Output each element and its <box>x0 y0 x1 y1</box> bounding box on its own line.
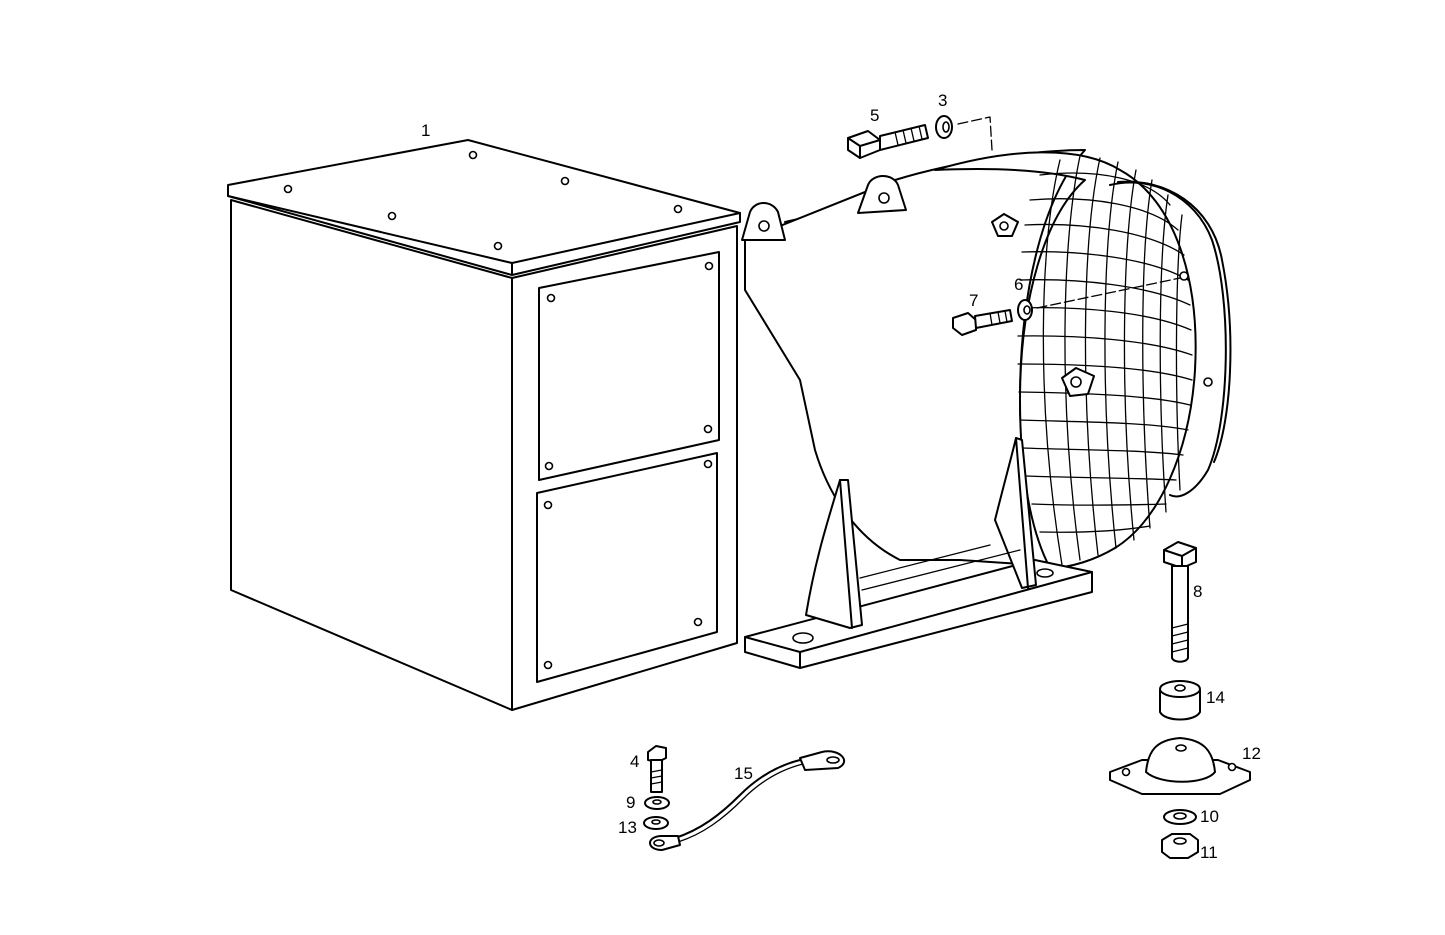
bolt-4 <box>647 745 667 793</box>
spacer-14 <box>1159 680 1201 721</box>
washer-10 <box>1163 809 1197 825</box>
callout-11: 11 <box>1200 843 1218 862</box>
bolt-5 <box>847 124 929 159</box>
callout-15: 15 <box>734 764 753 783</box>
callout-7: 7 <box>969 291 978 310</box>
grille-lines <box>1017 155 1193 566</box>
callout-14: 14 <box>1206 688 1225 707</box>
callout-13: 13 <box>618 818 637 837</box>
terminal-box <box>227 139 741 711</box>
callout-6: 6 <box>1014 275 1023 294</box>
ground-strap-15 <box>649 750 845 851</box>
callout-labels: 1 3 4 5 6 7 8 9 10 11 12 13 14 15 <box>421 91 1261 862</box>
rubber-mount-12 <box>1109 737 1251 795</box>
bolt-7 <box>952 309 1013 336</box>
callout-10: 10 <box>1200 807 1219 826</box>
upper-cover-plate <box>538 251 720 481</box>
nut-11 <box>1161 833 1199 859</box>
washer-6 <box>1017 299 1033 321</box>
housing-stud-upper <box>991 213 1019 237</box>
leader-3 <box>957 116 993 151</box>
washer-9 <box>644 796 670 810</box>
callout-3: 3 <box>938 91 947 110</box>
washer-3 <box>935 115 953 139</box>
ventilation-grille-housing <box>934 151 1232 569</box>
lower-cover-plate <box>536 452 718 683</box>
callout-5: 5 <box>870 106 879 125</box>
lifting-eye-left <box>741 202 786 241</box>
lifting-eye-right <box>857 175 907 214</box>
callout-1: 1 <box>421 121 430 140</box>
lid-screws <box>283 150 683 251</box>
washer-13 <box>643 816 669 830</box>
callout-12: 12 <box>1242 744 1261 763</box>
callout-9: 9 <box>626 793 635 812</box>
mounting-foot-bracket <box>744 437 1093 669</box>
housing-stud-lower <box>1061 367 1095 397</box>
callout-4: 4 <box>630 752 639 771</box>
leader-6 <box>1036 277 1181 309</box>
callout-8: 8 <box>1193 582 1202 601</box>
bolt-8 <box>1163 541 1197 663</box>
